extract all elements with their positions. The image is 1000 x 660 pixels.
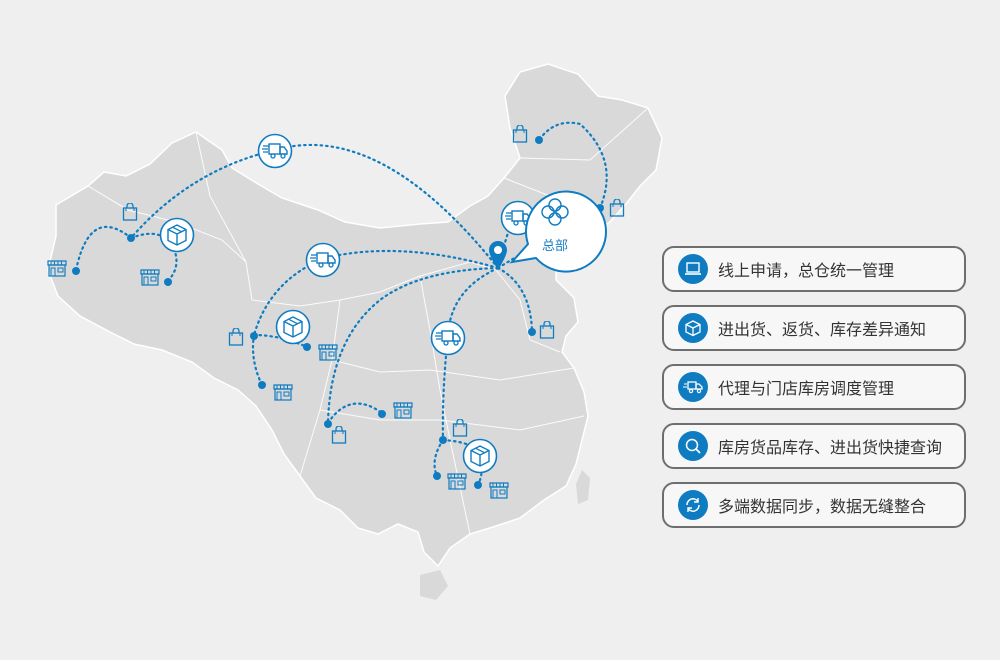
route-dot	[127, 234, 135, 242]
feature-item-online-apply: 线上申请，总仓统一管理	[662, 246, 966, 292]
truck-icon	[678, 372, 708, 402]
route-dot	[258, 381, 266, 389]
route-dot	[164, 278, 172, 286]
route-dot	[303, 343, 311, 351]
route-dot	[250, 332, 258, 340]
feature-label: 线上申请，总仓统一管理	[718, 261, 895, 280]
hq-label: 总部	[542, 239, 568, 254]
sync-icon	[678, 490, 708, 520]
search-icon	[678, 431, 708, 461]
route-dot	[378, 410, 386, 418]
china-map-shape	[47, 63, 663, 600]
route-dot	[474, 481, 482, 489]
box-icon	[678, 313, 708, 343]
feature-label: 多端数据同步，数据无缝整合	[718, 497, 927, 516]
box-icon	[275, 309, 311, 345]
feature-list: 线上申请，总仓统一管理 进出货、返货、库存差异通知 代理与门店库房调度管理 库房…	[662, 246, 966, 541]
truck-icon	[305, 242, 341, 278]
route-dot	[433, 472, 441, 480]
route-dot	[324, 420, 332, 428]
route-dot	[535, 136, 543, 144]
route-dot	[439, 436, 447, 444]
truck-icon	[257, 133, 293, 169]
box-icon	[159, 217, 195, 253]
truck-icon	[430, 320, 466, 356]
feature-item-dispatch: 代理与门店库房调度管理	[662, 364, 966, 410]
feature-label: 进出货、返货、库存差异通知	[718, 320, 927, 339]
location-pin-icon	[489, 241, 507, 270]
feature-label: 代理与门店库房调度管理	[718, 379, 895, 398]
laptop-icon	[678, 254, 708, 284]
hq-logo-icon	[541, 198, 569, 226]
feature-item-data-sync: 多端数据同步，数据无缝整合	[662, 482, 966, 528]
feature-item-notifications: 进出货、返货、库存差异通知	[662, 305, 966, 351]
feature-item-inventory-query: 库房货品库存、进出货快捷查询	[662, 423, 966, 469]
box-icon	[462, 438, 498, 474]
feature-label: 库房货品库存、进出货快捷查询	[718, 438, 943, 457]
route-dot	[528, 328, 536, 336]
route-dot	[72, 267, 80, 275]
hq-bubble: 总部	[509, 190, 607, 273]
